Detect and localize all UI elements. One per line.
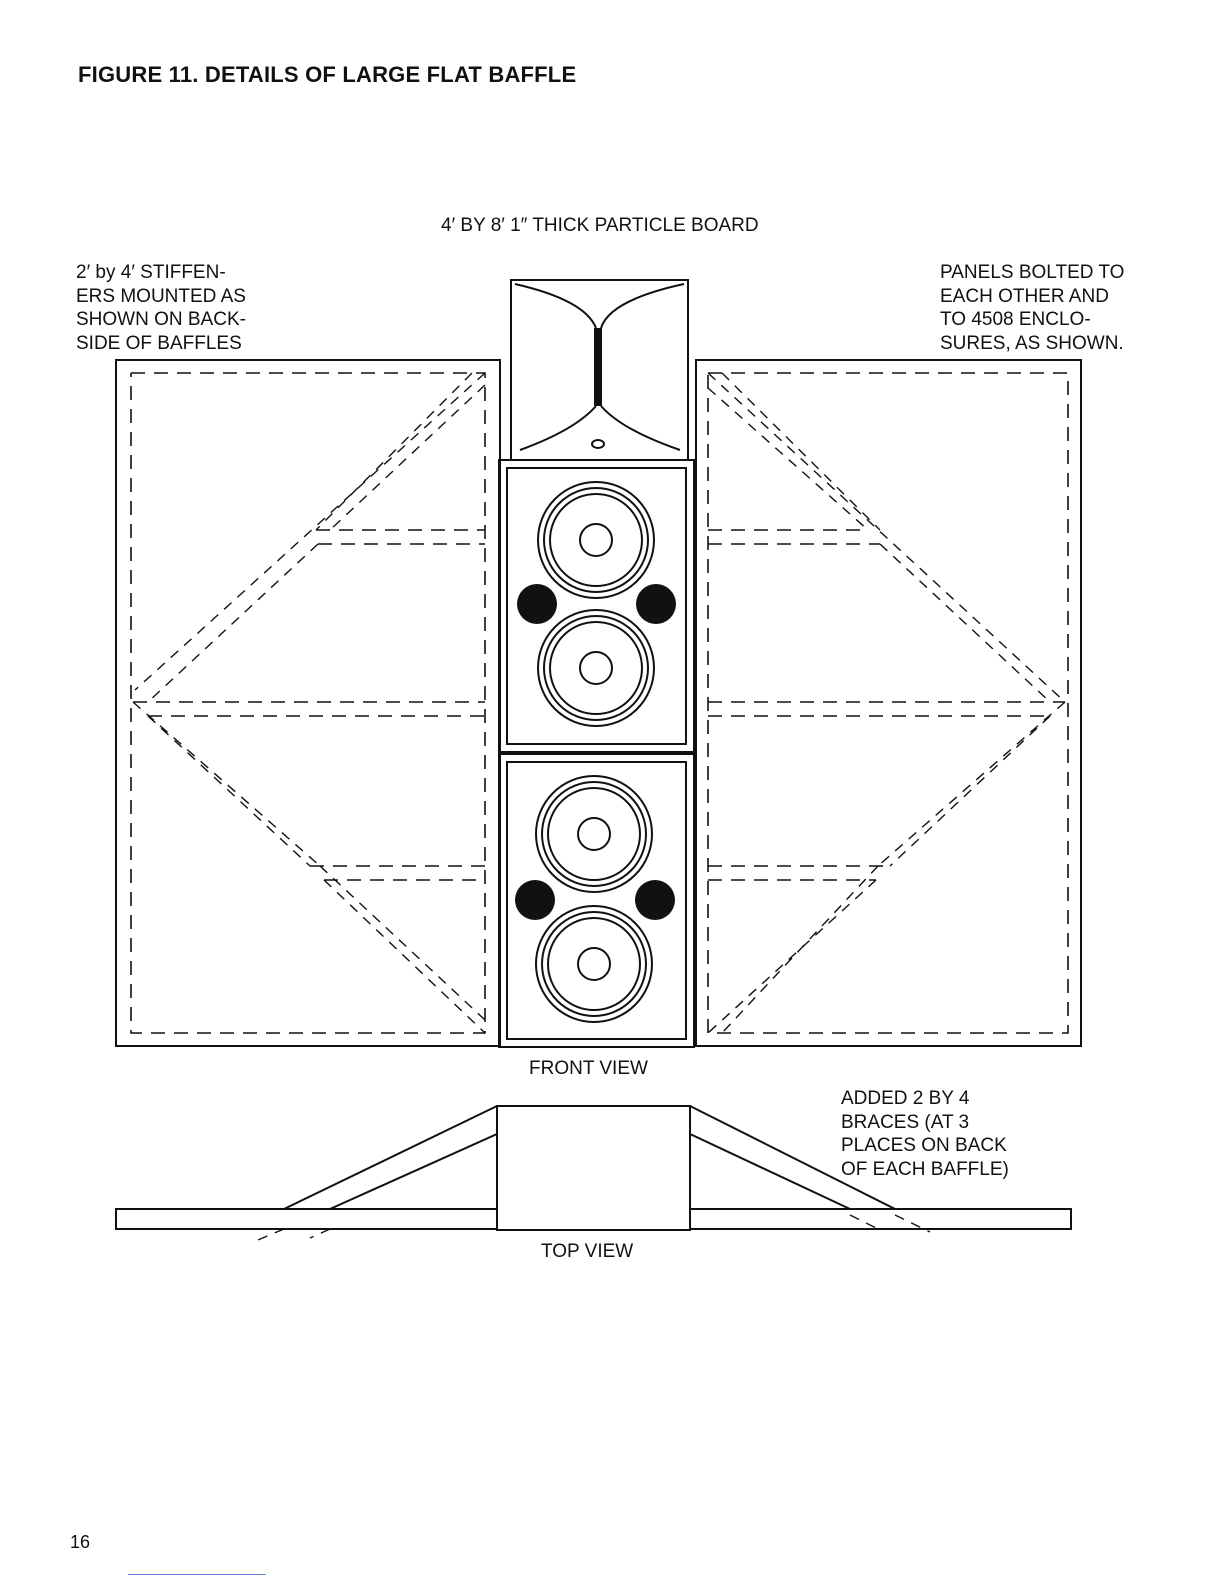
woofer-icon <box>536 906 652 1022</box>
left-baffle-panel <box>116 360 500 1046</box>
top-view-drawing <box>116 1106 1071 1240</box>
upper-enclosure <box>499 460 694 752</box>
lower-enclosure <box>499 754 694 1047</box>
bass-port-icon <box>517 584 557 624</box>
bass-port-icon <box>635 880 675 920</box>
horn-unit <box>511 280 688 460</box>
bass-port-icon <box>636 584 676 624</box>
woofer-icon <box>538 610 654 726</box>
right-baffle-panel <box>696 360 1081 1046</box>
horn-port-icon <box>592 440 604 448</box>
bass-port-icon <box>515 880 555 920</box>
woofer-icon <box>536 776 652 892</box>
woofer-icon <box>538 482 654 598</box>
